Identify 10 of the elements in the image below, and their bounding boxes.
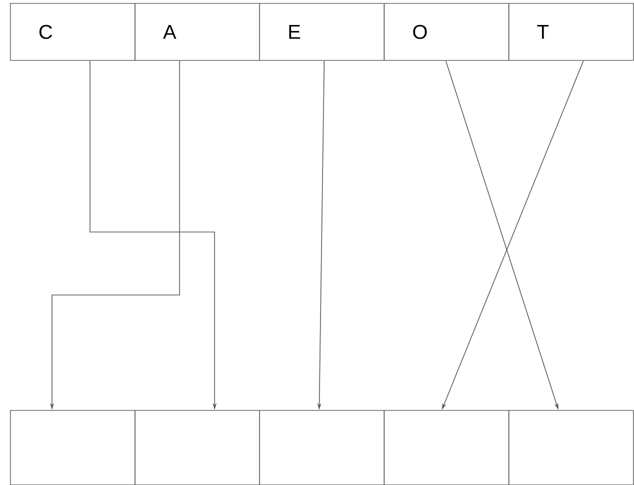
- empty-cell: [10, 410, 136, 485]
- letter-cell: E: [259, 3, 385, 61]
- empty-cell: [259, 410, 385, 485]
- empty-cell: [384, 410, 510, 485]
- letter-cell: A: [134, 3, 260, 61]
- letter-cell: C: [10, 3, 136, 61]
- empty-cell: [134, 410, 260, 485]
- letter-cell: O: [384, 3, 510, 61]
- empty-cell: [508, 410, 634, 485]
- letter-cell: T: [508, 3, 634, 61]
